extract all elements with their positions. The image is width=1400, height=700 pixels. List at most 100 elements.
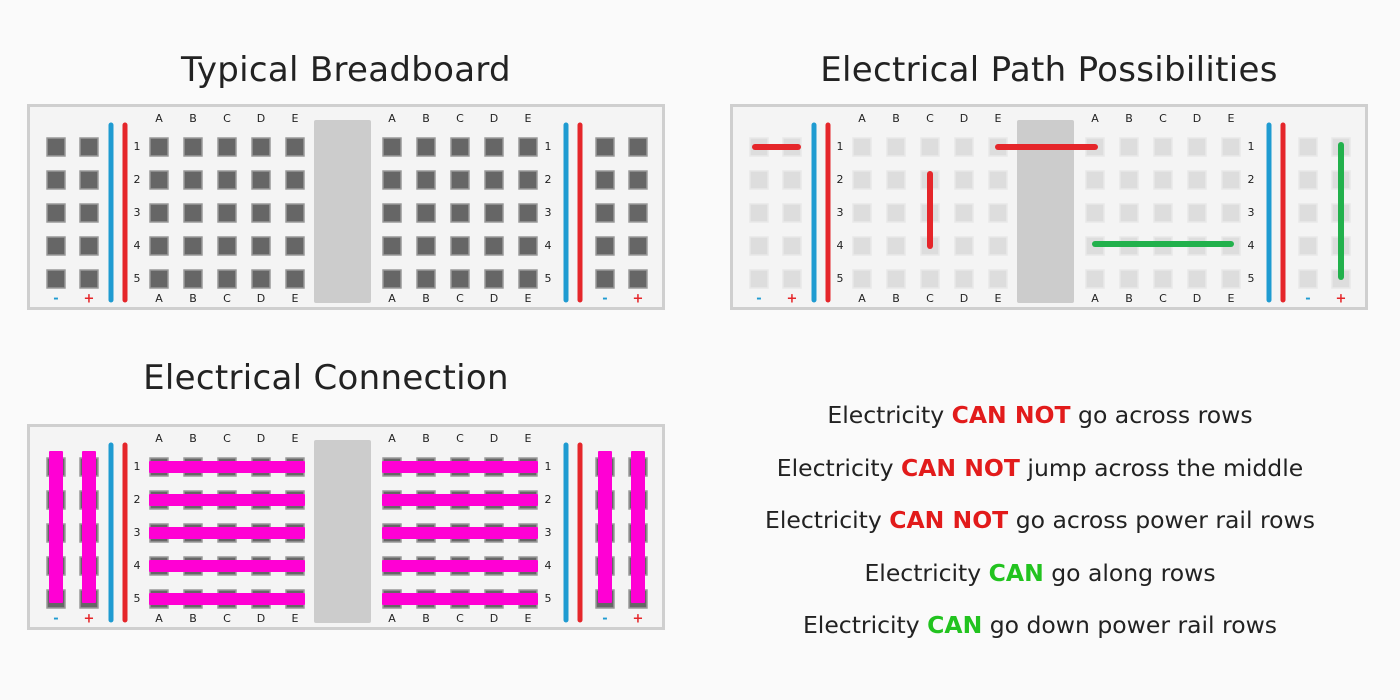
breadboard-hole: [1153, 137, 1173, 157]
breadboard-hole: [518, 170, 538, 190]
row-number-4: 4: [545, 559, 552, 572]
breadboard-hole: [1085, 170, 1105, 190]
row-number-4: 4: [837, 239, 844, 252]
breadboard-hole: [886, 269, 906, 289]
breadboard-hole: [416, 236, 436, 256]
breadboard-hole: [782, 203, 802, 223]
breadboard-hole: [46, 203, 66, 223]
row-number-4: 4: [1248, 239, 1255, 252]
breadboard-hole: [954, 137, 974, 157]
breadboard-hole: [450, 137, 470, 157]
row-number-5: 5: [837, 272, 844, 285]
column-label-a: A: [858, 292, 866, 305]
column-label-d: D: [490, 112, 498, 125]
rail-minus-label: -: [53, 612, 58, 627]
column-label-a: A: [155, 432, 163, 445]
rail-plus-label: +: [633, 292, 644, 307]
row-number-2: 2: [134, 493, 141, 506]
breadboard-hole: [79, 269, 99, 289]
breadboard-hole: [1085, 203, 1105, 223]
breadboard-hole: [749, 203, 769, 223]
breadboard-hole: [285, 269, 305, 289]
statement-suffix: go along rows: [1043, 558, 1216, 587]
rail-connection-strip: [49, 451, 63, 603]
row-number-5: 5: [1248, 272, 1255, 285]
breadboard-hole: [217, 137, 237, 157]
column-label-d: D: [490, 612, 498, 625]
column-label-c: C: [926, 292, 934, 305]
breadboard-hole: [886, 203, 906, 223]
breadboard-hole: [886, 137, 906, 157]
breadboard-hole: [954, 170, 974, 190]
breadboard-hole: [595, 236, 615, 256]
breadboard-hole: [920, 137, 940, 157]
column-label-a: A: [155, 112, 163, 125]
breadboard-hole: [1298, 170, 1318, 190]
breadboard-hole: [484, 170, 504, 190]
breadboard-hole: [285, 170, 305, 190]
breadboard-hole: [416, 170, 436, 190]
row-connection-strip: [382, 560, 538, 572]
column-label-c: C: [223, 612, 231, 625]
column-label-a: A: [388, 112, 396, 125]
row-number-1: 1: [1248, 140, 1255, 153]
column-label-b: B: [422, 612, 430, 625]
breadboard-hole: [988, 170, 1008, 190]
statement-prefix: Electricity: [864, 558, 989, 587]
row-number-2: 2: [1248, 173, 1255, 186]
statement-suffix: go down power rail rows: [982, 611, 1278, 639]
row-number-4: 4: [134, 239, 141, 252]
breadboard-hole: [954, 203, 974, 223]
breadboard-hole: [149, 137, 169, 157]
column-label-b: B: [422, 432, 430, 445]
center-channel: [1017, 120, 1074, 303]
breadboard-hole: [1187, 170, 1207, 190]
breadboard-hole: [149, 203, 169, 223]
breadboard-hole: [484, 137, 504, 157]
breadboard-hole: [217, 269, 237, 289]
row-connection-strip: [149, 560, 305, 572]
center-channel: [314, 120, 371, 303]
breadboard-hole: [1119, 269, 1139, 289]
rail-minus-label: -: [53, 292, 58, 307]
breadboard-hole: [183, 203, 203, 223]
breadboard-hole: [382, 137, 402, 157]
column-label-e: E: [995, 112, 1002, 125]
rail-connection-strip: [631, 451, 645, 603]
statement-3: Electricity CAN go along rows: [720, 550, 1360, 603]
breadboard-hole: [628, 170, 648, 190]
column-label-e: E: [292, 432, 299, 445]
column-label-d: D: [490, 292, 498, 305]
typical-breadboard-title: Typical Breadboard: [181, 50, 511, 90]
row-number-3: 3: [1248, 206, 1255, 219]
breadboard-hole: [46, 236, 66, 256]
column-label-b: B: [1125, 112, 1133, 125]
column-label-b: B: [189, 432, 197, 445]
breadboard-hole: [1221, 137, 1241, 157]
breadboard-hole: [382, 269, 402, 289]
row-number-1: 1: [134, 140, 141, 153]
row-number-1: 1: [837, 140, 844, 153]
breadboard-hole: [1221, 269, 1241, 289]
breadboard-hole: [954, 236, 974, 256]
statement-suffix: go across power rail rows: [1008, 506, 1315, 534]
row-number-5: 5: [134, 592, 141, 605]
statement-keyword: CAN NOT: [951, 401, 1071, 429]
column-label-d: D: [257, 612, 265, 625]
column-label-d: D: [960, 112, 968, 125]
statement-keyword: CAN: [927, 611, 983, 639]
breadboard-hole: [382, 203, 402, 223]
breadboard-hole: [1153, 203, 1173, 223]
row-number-3: 3: [545, 526, 552, 539]
breadboard-hole: [251, 203, 271, 223]
column-label-d: D: [1193, 292, 1201, 305]
column-label-e: E: [995, 292, 1002, 305]
rail-plus-label: +: [84, 612, 95, 627]
breadboard-hole: [1119, 137, 1139, 157]
breadboard-hole: [628, 137, 648, 157]
breadboard-hole: [251, 236, 271, 256]
breadboard-hole: [79, 170, 99, 190]
